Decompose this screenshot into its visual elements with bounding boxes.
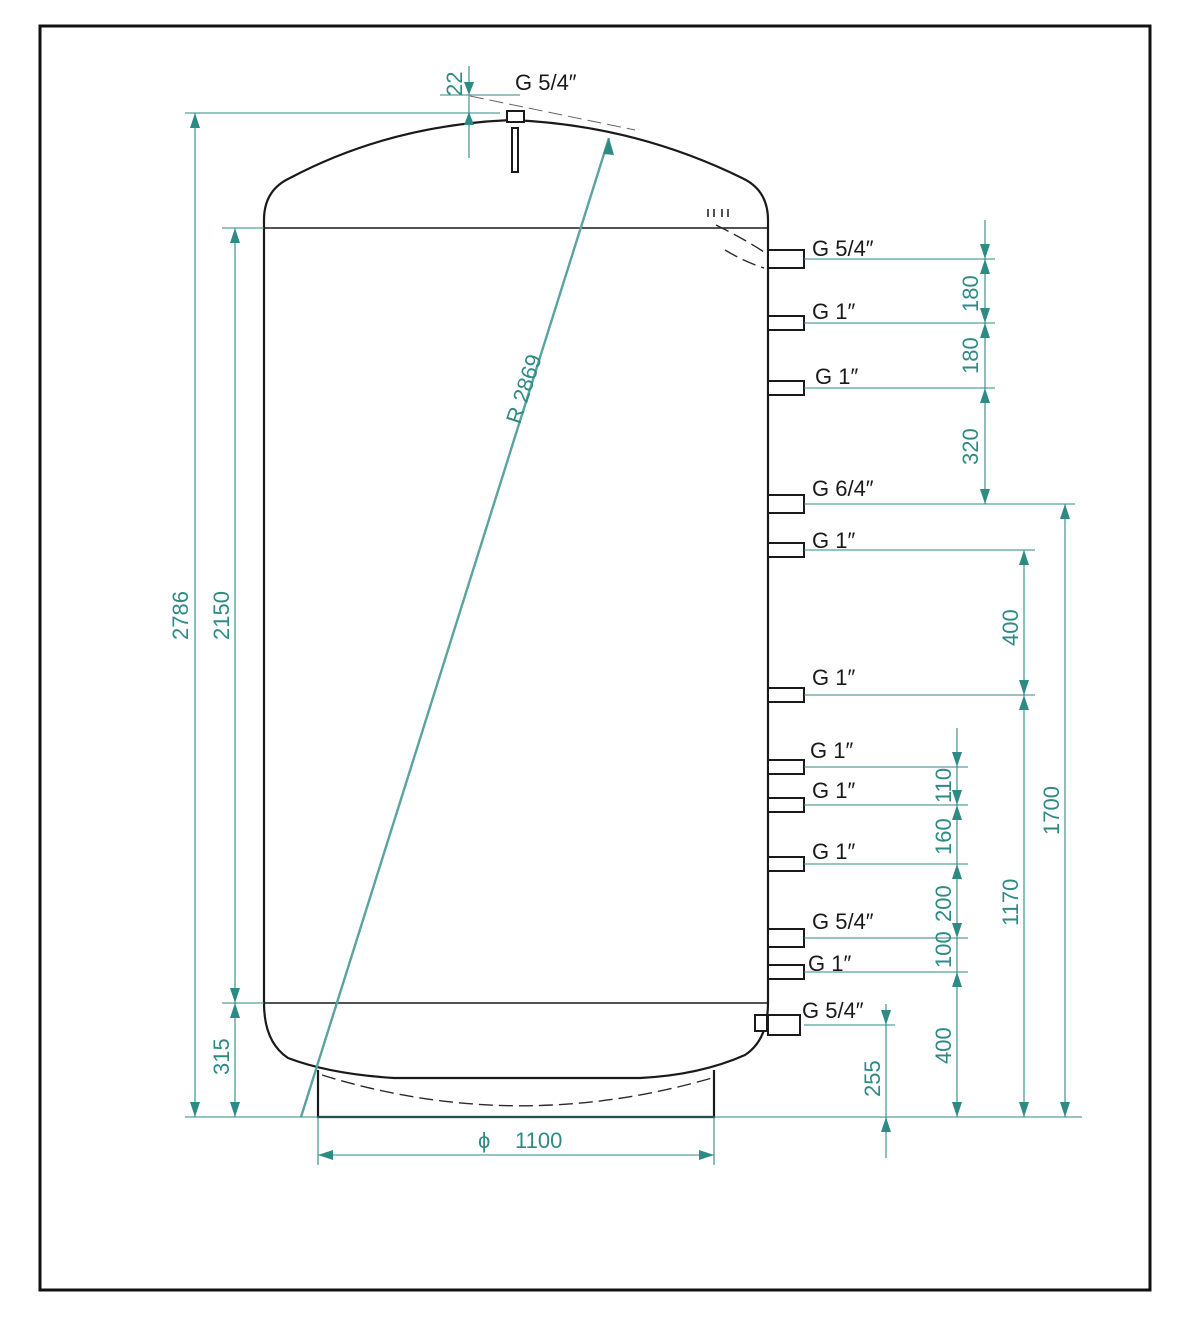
label-c1: G 5/4″ (812, 236, 874, 261)
label-c9: G 1″ (812, 839, 855, 864)
connection-c8 (767, 797, 805, 813)
connection-c2 (767, 315, 805, 331)
label-c5: G 1″ (812, 528, 855, 553)
internal-pipe-hidden-line (715, 224, 765, 253)
tank-body (262, 110, 770, 1119)
right-connections (767, 249, 805, 1036)
label-c7: G 1″ (810, 738, 853, 763)
bottom-drain-stub (754, 1014, 768, 1032)
spacing-110: 110 (931, 768, 956, 803)
spacing-180-b: 180 (958, 337, 983, 374)
spacing-100: 100 (931, 931, 956, 968)
radius-arrow (603, 138, 614, 155)
connection-c1 (767, 249, 805, 269)
dim-2150-label: 2150 (209, 591, 234, 640)
label-c6: G 1″ (812, 665, 855, 690)
radius-line (299, 137, 611, 1118)
label-c4: G 6/4″ (812, 476, 874, 501)
sensor-pocket (511, 127, 519, 173)
label-c2: G 1″ (812, 299, 855, 324)
top-dim-arrows (464, 82, 474, 125)
lower-spacing-arrows (952, 752, 962, 1117)
right-extension-lines (804, 258, 1075, 1026)
connection-c11 (767, 964, 805, 980)
label-c8: G 1″ (812, 778, 855, 803)
diameter-symbol: ϕ (478, 1128, 490, 1153)
spacing-160: 160 (931, 818, 956, 855)
connection-c5 (767, 542, 805, 558)
top-connection-label: G 5/4″ (515, 70, 577, 95)
label-c12: G 5/4″ (802, 998, 864, 1023)
spacing-320: 320 (958, 428, 983, 465)
connection-c6 (767, 687, 805, 703)
top-dim-label: 22 (442, 72, 467, 96)
diameter-label: 1100 (515, 1128, 562, 1153)
connection-c10 (767, 928, 805, 948)
radius-label: R 2869 (501, 351, 547, 426)
connection-c4 (767, 494, 805, 514)
spacing-400-middle: 400 (998, 609, 1023, 646)
label-c10: G 5/4″ (812, 909, 874, 934)
drawing-frame (38, 24, 1152, 1292)
spacing-180-a: 180 (958, 275, 983, 312)
spacing-400-lower: 400 (931, 1027, 956, 1064)
bottom-head-hidden-line (321, 1074, 713, 1107)
spacing-200: 200 (931, 885, 956, 922)
connection-c9 (767, 856, 805, 872)
dim-255-label: 255 (860, 1060, 885, 1097)
internal-pipe-bracket (707, 209, 729, 217)
upper-spacing-arrows (980, 244, 990, 504)
connection-c7 (767, 759, 805, 775)
connection-c3 (767, 380, 805, 396)
height-1700: 1700 (1039, 786, 1064, 835)
top-connection (506, 110, 525, 123)
internal-pipe-hidden-line-2 (724, 249, 765, 269)
dim-2786-label: 2786 (168, 591, 193, 640)
height-1170: 1170 (998, 879, 1023, 926)
top-head-tangent (469, 95, 636, 131)
dim-315-label: 315 (209, 1038, 234, 1075)
connection-c12 (767, 1014, 801, 1036)
label-c3: G 1″ (815, 364, 858, 389)
